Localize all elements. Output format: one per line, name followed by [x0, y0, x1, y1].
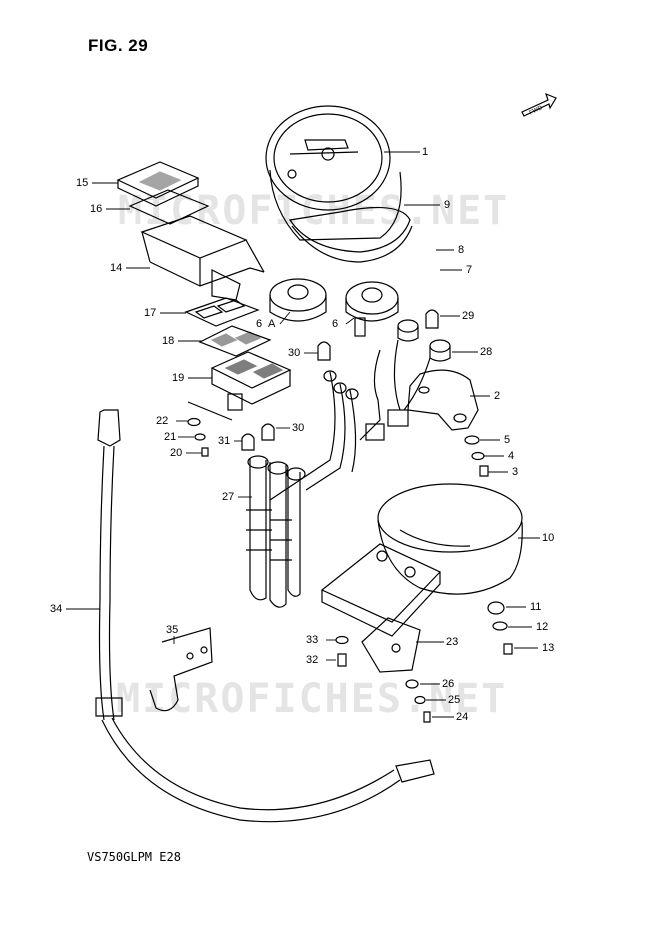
callout-35: 35 — [166, 624, 179, 636]
callout-8: 8 — [458, 244, 465, 256]
callout-31: 31 — [218, 435, 231, 447]
callout-14: 14 — [110, 262, 123, 274]
callout-19: 19 — [172, 372, 185, 384]
callout-30-upper: 30 — [288, 347, 301, 359]
connector-sleeves — [246, 455, 306, 608]
callout-1: 1 — [422, 146, 429, 158]
gauge-housing-right — [345, 281, 399, 337]
callout-3: 3 — [512, 466, 519, 478]
indicator-panel-17 — [184, 297, 260, 327]
callout-17: 17 — [144, 307, 157, 319]
leader-lines — [66, 151, 540, 718]
watermark-bottom: MICROFICHES.NET — [116, 676, 508, 722]
fastener-group-left — [187, 401, 233, 457]
fwd-arrow-icon: FWD — [521, 92, 557, 117]
mounting-bracket — [320, 543, 442, 673]
bulb-group — [241, 309, 439, 451]
callout-32: 32 — [306, 654, 319, 666]
callout-18: 18 — [162, 335, 175, 347]
bracket-2 — [407, 369, 479, 431]
figure-title: FIG. 29 — [88, 36, 149, 55]
indicator-panel-18 — [198, 325, 272, 357]
callout-7: 7 — [466, 264, 473, 276]
callout-34: 34 — [50, 603, 63, 615]
callout-13: 13 — [542, 642, 555, 654]
speedometer-gauge — [265, 105, 413, 263]
callout-22: 22 — [156, 415, 169, 427]
callout-6-right: 6 — [332, 318, 339, 330]
callout-27: 27 — [222, 491, 235, 503]
callout-5: 5 — [504, 434, 511, 446]
clamp-bracket — [149, 627, 213, 712]
model-code: VS750GLPM E28 — [87, 850, 181, 864]
callout-4: 4 — [508, 450, 515, 462]
callout-16: 16 — [90, 203, 103, 215]
callout-21: 21 — [164, 431, 177, 443]
callout-28: 28 — [480, 346, 493, 358]
fastener-group-right-lower — [487, 601, 513, 655]
callout-29: 29 — [462, 310, 475, 322]
callout-A: A — [268, 318, 276, 330]
callout-26: 26 — [442, 678, 455, 690]
indicator-lens — [116, 161, 210, 225]
callout-9: 9 — [444, 199, 451, 211]
callout-24: 24 — [456, 711, 469, 723]
callout-12: 12 — [536, 621, 549, 633]
speedometer-cable — [95, 409, 435, 823]
callout-10: 10 — [542, 532, 555, 544]
callout-11: 11 — [530, 601, 542, 613]
bulb-sockets — [397, 319, 451, 362]
fastener-group-center-lower — [335, 635, 431, 723]
callout-15: 15 — [76, 177, 89, 189]
indicator-panel-19 — [210, 351, 292, 411]
callout-2: 2 — [494, 390, 501, 402]
callout-23: 23 — [446, 636, 459, 648]
wiring-harness — [269, 339, 431, 501]
indicator-housing — [140, 215, 265, 301]
fwd-label: FWD — [529, 105, 545, 116]
callout-33: 33 — [306, 634, 319, 646]
gauge-housing-left — [269, 278, 327, 322]
callout-30-lower: 30 — [292, 422, 305, 434]
callout-6-left: 6 — [256, 318, 263, 330]
callout-20: 20 — [170, 447, 183, 459]
callout-25: 25 — [448, 694, 461, 706]
gauge-cup — [377, 483, 523, 595]
